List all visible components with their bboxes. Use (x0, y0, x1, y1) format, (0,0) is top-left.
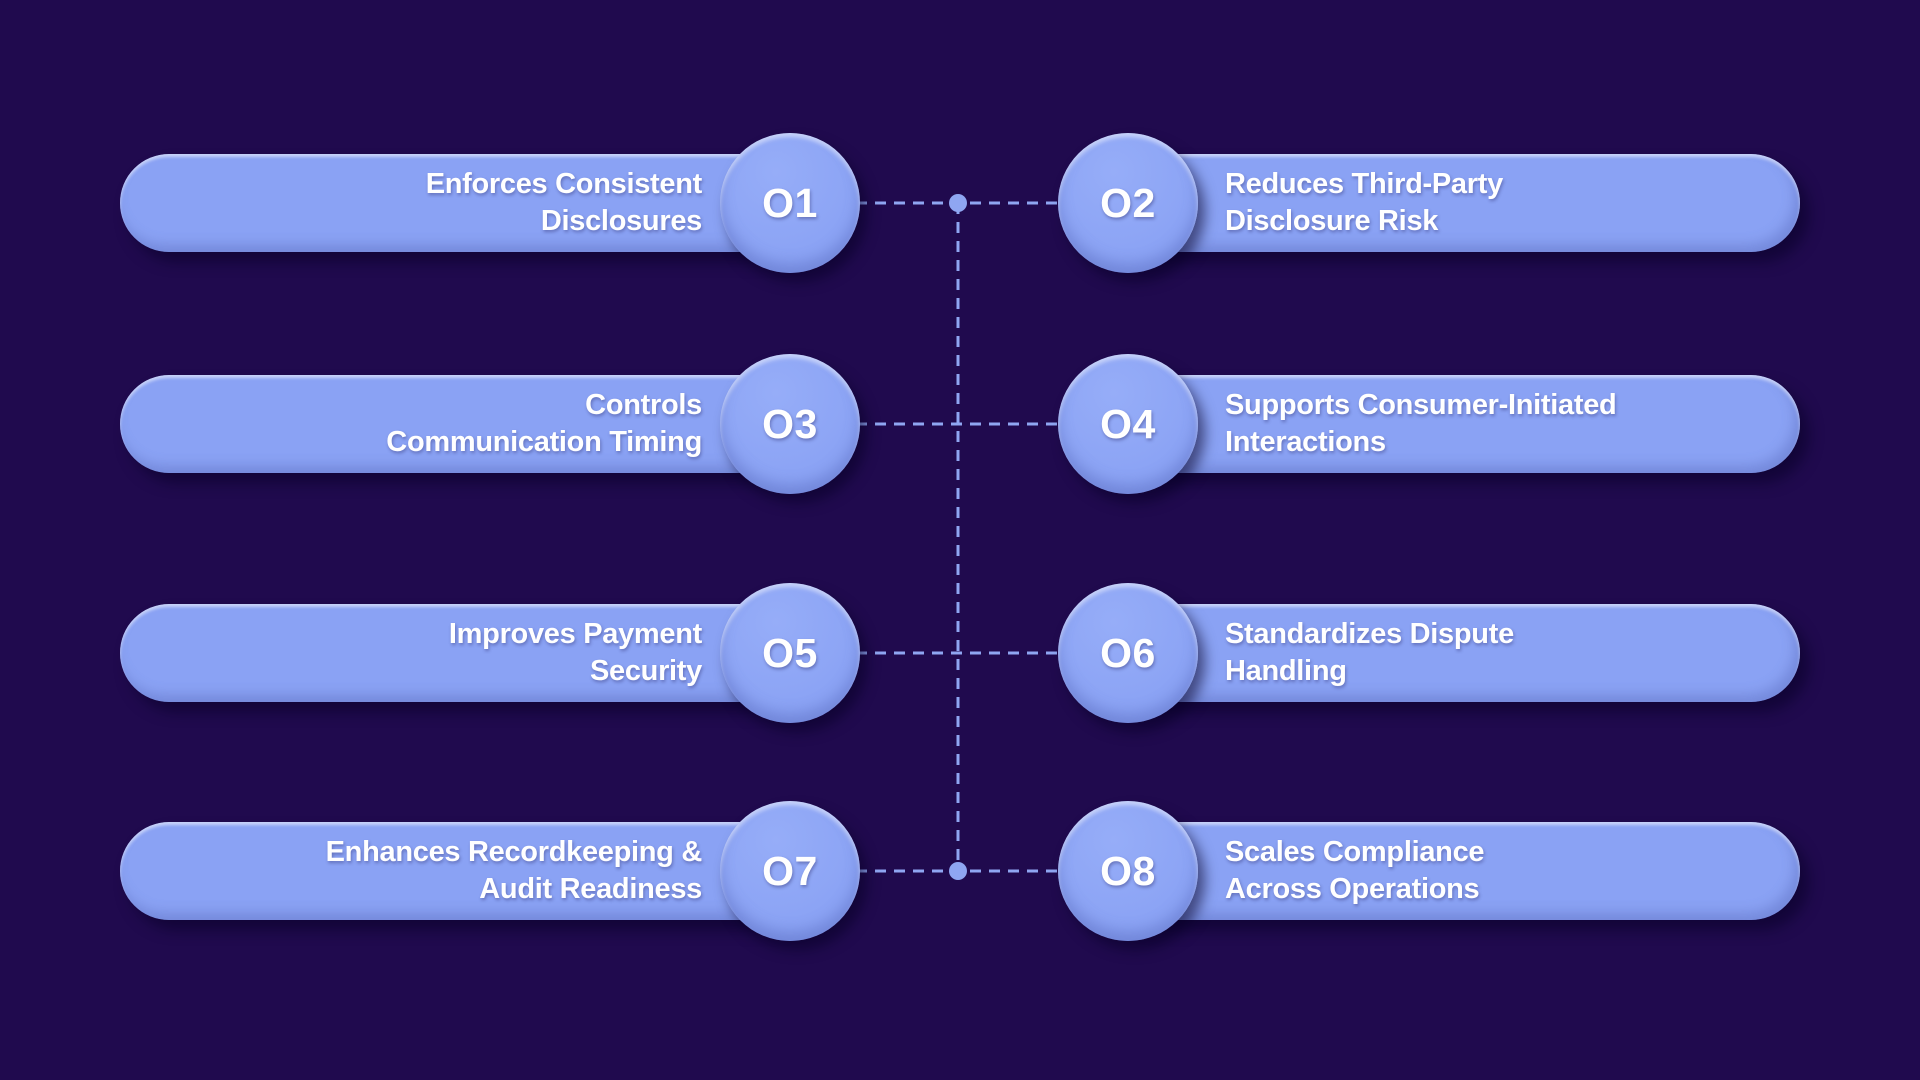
benefit-label-8: Scales Compliance Across Operations (1100, 834, 1485, 908)
step-number-badge-8: O8 (1058, 801, 1198, 941)
benefit-label-3-line2: Communication Timing (386, 426, 702, 458)
benefit-label-8-line2: Across Operations (1225, 873, 1480, 905)
benefit-pill-8: Scales Compliance Across Operations (1100, 822, 1800, 920)
benefit-pill-7: Enhances Recordkeeping & Audit Readiness (120, 822, 820, 920)
step-number-badge-1: O1 (720, 133, 860, 273)
step-number-5: O5 (762, 629, 818, 676)
benefit-label-5: Improves Payment Security (449, 616, 820, 690)
benefit-pill-1: Enforces Consistent Disclosures (120, 154, 820, 252)
benefit-label-3-line1: Controls (585, 389, 702, 421)
step-number-badge-4: O4 (1058, 354, 1198, 494)
step-number-badge-5: O5 (720, 583, 860, 723)
benefit-label-8-line1: Scales Compliance (1225, 836, 1485, 868)
benefit-label-5-line2: Security (589, 655, 702, 687)
step-number-6: O6 (1100, 629, 1156, 676)
step-number-4: O4 (1100, 400, 1156, 447)
benefit-label-1-line2: Disclosures (540, 205, 702, 237)
benefit-label-2-line1: Reduces Third-Party (1225, 168, 1503, 200)
connector-dot-top (949, 194, 967, 212)
benefit-label-7-line2: Audit Readiness (479, 873, 702, 905)
benefit-label-5-line1: Improves Payment (448, 618, 702, 650)
step-number-3: O3 (762, 400, 818, 447)
step-number-badge-6: O6 (1058, 583, 1198, 723)
benefit-label-4-line1: Supports Consumer-Initiated (1225, 389, 1617, 421)
benefit-pill-6: Standardizes Dispute Handling (1100, 604, 1800, 702)
benefit-label-7: Enhances Recordkeeping & Audit Readiness (326, 834, 820, 908)
benefit-pill-5: Improves Payment Security (120, 604, 820, 702)
benefit-label-4-line2: Interactions (1225, 426, 1386, 458)
benefit-label-7-line1: Enhances Recordkeeping & (325, 836, 703, 868)
benefit-label-6: Standardizes Dispute Handling (1100, 616, 1514, 690)
step-number-7: O7 (762, 847, 818, 894)
connector-dot-bottom (949, 862, 967, 880)
benefit-label-6-line1: Standardizes Dispute (1225, 618, 1514, 650)
benefit-pill-2: Reduces Third-Party Disclosure Risk (1100, 154, 1800, 252)
step-number-8: O8 (1100, 847, 1156, 894)
benefit-pill-3: Controls Communication Timing (120, 375, 820, 473)
benefit-label-1: Enforces Consistent Disclosures (426, 166, 820, 240)
step-number-badge-2: O2 (1058, 133, 1198, 273)
benefit-pill-4: Supports Consumer-Initiated Interactions (1100, 375, 1800, 473)
step-number-1: O1 (762, 179, 818, 226)
benefit-label-1-line1: Enforces Consistent (425, 168, 703, 200)
benefit-label-6-line2: Handling (1225, 655, 1347, 687)
benefit-label-3: Controls Communication Timing (386, 387, 820, 461)
step-number-badge-3: O3 (720, 354, 860, 494)
benefit-label-4: Supports Consumer-Initiated Interactions (1100, 387, 1617, 461)
benefit-label-2-line2: Disclosure Risk (1225, 205, 1439, 237)
benefit-label-2: Reduces Third-Party Disclosure Risk (1100, 166, 1503, 240)
step-number-badge-7: O7 (720, 801, 860, 941)
step-number-2: O2 (1100, 179, 1156, 226)
